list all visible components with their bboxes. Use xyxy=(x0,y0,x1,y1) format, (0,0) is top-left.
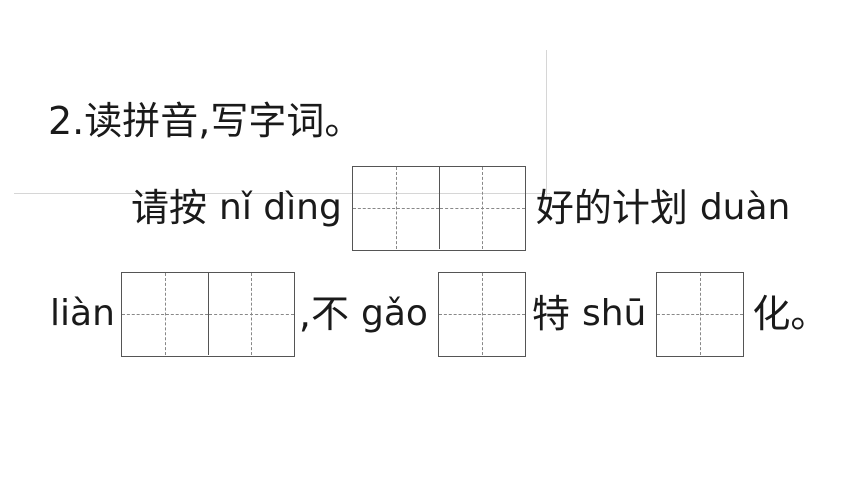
text-te: 特 xyxy=(531,292,570,336)
writing-cell[interactable] xyxy=(121,272,208,355)
text-qingan: 请按 xyxy=(131,186,208,230)
guide-line-horizontal xyxy=(14,193,550,194)
text-haode-jihua: 好的计划 xyxy=(535,186,688,230)
pinyin-duan: duàn xyxy=(699,187,791,228)
writing-cell[interactable] xyxy=(352,166,439,249)
guide-line-vertical xyxy=(546,50,547,200)
answer-box-shu[interactable] xyxy=(656,271,745,357)
pinyin-lian: liàn xyxy=(50,293,115,334)
writing-cell[interactable] xyxy=(438,272,525,355)
answer-box-ni-ding[interactable] xyxy=(351,165,526,251)
pinyin-ni-ding: nǐ dìng xyxy=(219,187,342,228)
answer-box-gao[interactable] xyxy=(437,271,526,357)
writing-cell[interactable] xyxy=(438,166,525,249)
text-hua: 化。 xyxy=(752,292,829,336)
writing-cell[interactable] xyxy=(657,272,744,355)
sentence-line-2: liàn ,不 gǎo 特 shū 化。 xyxy=(50,270,828,358)
answer-box-duan-lian[interactable] xyxy=(120,271,295,357)
text-bu: ,不 xyxy=(298,292,349,336)
pinyin-shu: shū xyxy=(581,293,647,334)
writing-cell[interactable] xyxy=(207,272,294,355)
pinyin-gao: gǎo xyxy=(360,293,428,334)
question-title: 2.读拼音,写字词。 xyxy=(48,99,363,143)
sentence-line-1: 请按 nǐ dìng 好的计划 duàn xyxy=(131,164,790,252)
